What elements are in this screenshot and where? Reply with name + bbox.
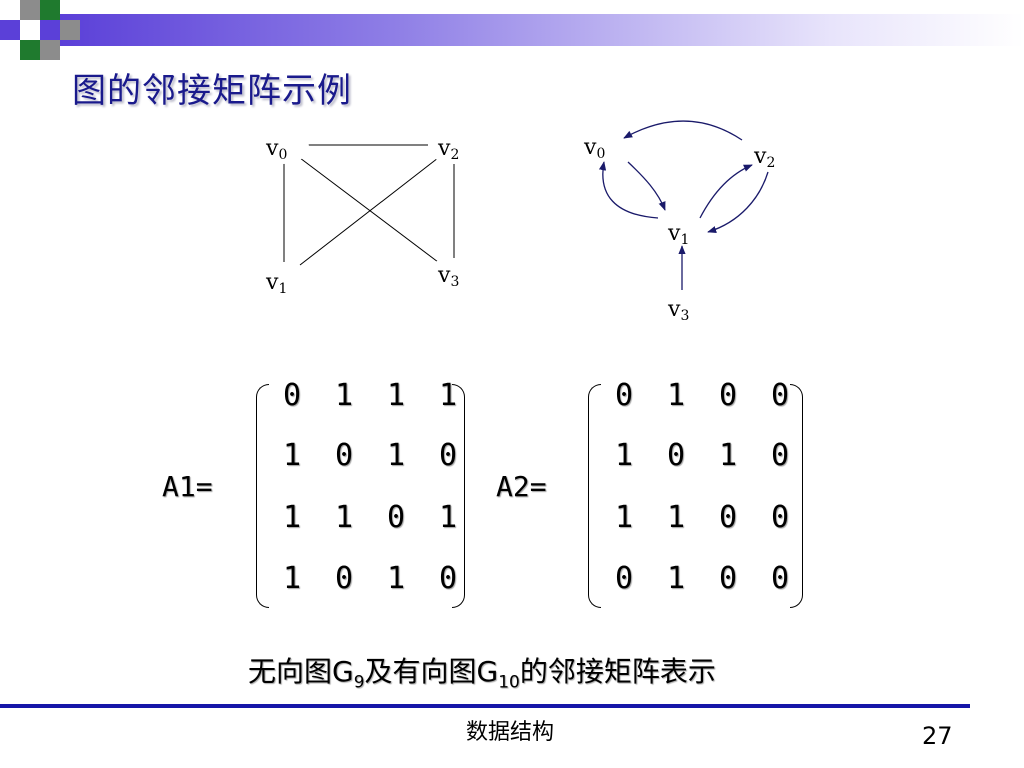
matrix-a2-label: A2= — [496, 470, 547, 503]
matrix-row: 1 0 1 0 — [256, 561, 496, 601]
caption-subscript: 10 — [498, 672, 520, 693]
node-v2: v2 — [753, 144, 775, 171]
matrix-cell: 0 — [438, 561, 458, 596]
matrix-cell: 1 — [666, 561, 686, 596]
matrix-cell: 1 — [666, 500, 686, 535]
matrix-row: 0 1 1 1 — [256, 378, 496, 418]
arc-v2-v1 — [707, 171, 769, 234]
edge-v0-v3 — [299, 157, 439, 263]
matrix-cell: 1 — [386, 561, 406, 596]
matrix-cell: 1 — [282, 438, 302, 473]
corner-squares-decoration — [0, 0, 80, 60]
matrix-cell: 0 — [614, 561, 634, 596]
node-v2: v2 — [437, 136, 459, 163]
arc-v1-v2 — [699, 164, 753, 219]
node-v1: v1 — [265, 270, 287, 297]
matrix-row: 1 0 1 0 — [588, 438, 828, 478]
matrix-cell: 0 — [718, 500, 738, 535]
matrix-cell: 1 — [438, 378, 458, 413]
matrix-cell: 0 — [770, 500, 790, 535]
matrix-cell: 0 — [282, 378, 302, 413]
matrix-a1: 0 1 1 1 1 0 1 0 1 1 0 1 1 0 1 0 — [256, 378, 466, 610]
matrix-row: 1 1 0 0 — [588, 500, 828, 540]
matrix-cell: 1 — [334, 500, 354, 535]
matrix-cell: 1 — [666, 378, 686, 413]
arc-v0-v1 — [627, 161, 666, 211]
node-v0: v0 — [583, 135, 605, 162]
matrix-cell: 0 — [614, 378, 634, 413]
edge-v2-v1 — [299, 157, 439, 266]
matrix-cell: 0 — [770, 378, 790, 413]
matrix-a2: 0 1 0 0 1 0 1 0 1 1 0 0 0 1 0 0 — [588, 378, 804, 610]
matrix-cell: 0 — [770, 561, 790, 596]
matrix-cell: 1 — [386, 438, 406, 473]
node-v1: v1 — [667, 221, 689, 248]
matrix-row: 1 1 0 1 — [256, 500, 496, 540]
node-v3: v3 — [667, 297, 689, 324]
matrix-cell: 1 — [438, 500, 458, 535]
matrix-cell: 0 — [386, 500, 406, 535]
matrix-cell: 1 — [282, 500, 302, 535]
matrix-row: 1 0 1 0 — [256, 438, 496, 478]
node-v0: v0 — [265, 136, 287, 163]
matrix-cell: 1 — [718, 438, 738, 473]
matrix-cell: 1 — [334, 378, 354, 413]
matrix-cell: 1 — [386, 378, 406, 413]
footer-course-title: 数据结构 — [465, 720, 554, 745]
arc-v2-v0 — [623, 120, 743, 141]
figure-caption: 无向图G9及有向图G10的邻接矩阵表示 — [248, 650, 808, 693]
caption-part: 无向图G — [248, 655, 354, 688]
header-gradient-bar — [60, 14, 1024, 46]
undirected-graph: v0 v2 v1 v3 — [0, 0, 1024, 340]
matrix-cell: 0 — [438, 438, 458, 473]
arc-v1-v0 — [598, 161, 659, 219]
matrix-cell: 0 — [770, 438, 790, 473]
matrix-row: 0 1 0 0 — [588, 378, 828, 418]
matrix-a1-label: A1= — [162, 470, 213, 503]
matrix-cell: 0 — [666, 438, 686, 473]
directed-graph: v0 v2 v1 v3 — [0, 0, 1024, 340]
matrix-cell: 0 — [718, 378, 738, 413]
matrix-cell: 0 — [334, 561, 354, 596]
caption-part: 及有向图G — [364, 655, 499, 688]
caption-subscript: 9 — [353, 672, 365, 693]
page-title: 图的邻接矩阵示例 — [72, 71, 352, 111]
matrix-row: 0 1 0 0 — [588, 561, 828, 601]
page-number: 27 — [922, 722, 953, 750]
footer-divider — [0, 704, 970, 708]
node-v3: v3 — [437, 263, 459, 290]
caption-part: 的邻接矩阵表示 — [519, 655, 716, 688]
matrix-cell: 1 — [282, 561, 302, 596]
matrix-cell: 1 — [614, 500, 634, 535]
matrix-cell: 0 — [334, 438, 354, 473]
matrix-cell: 1 — [614, 438, 634, 473]
matrix-cell: 0 — [718, 561, 738, 596]
